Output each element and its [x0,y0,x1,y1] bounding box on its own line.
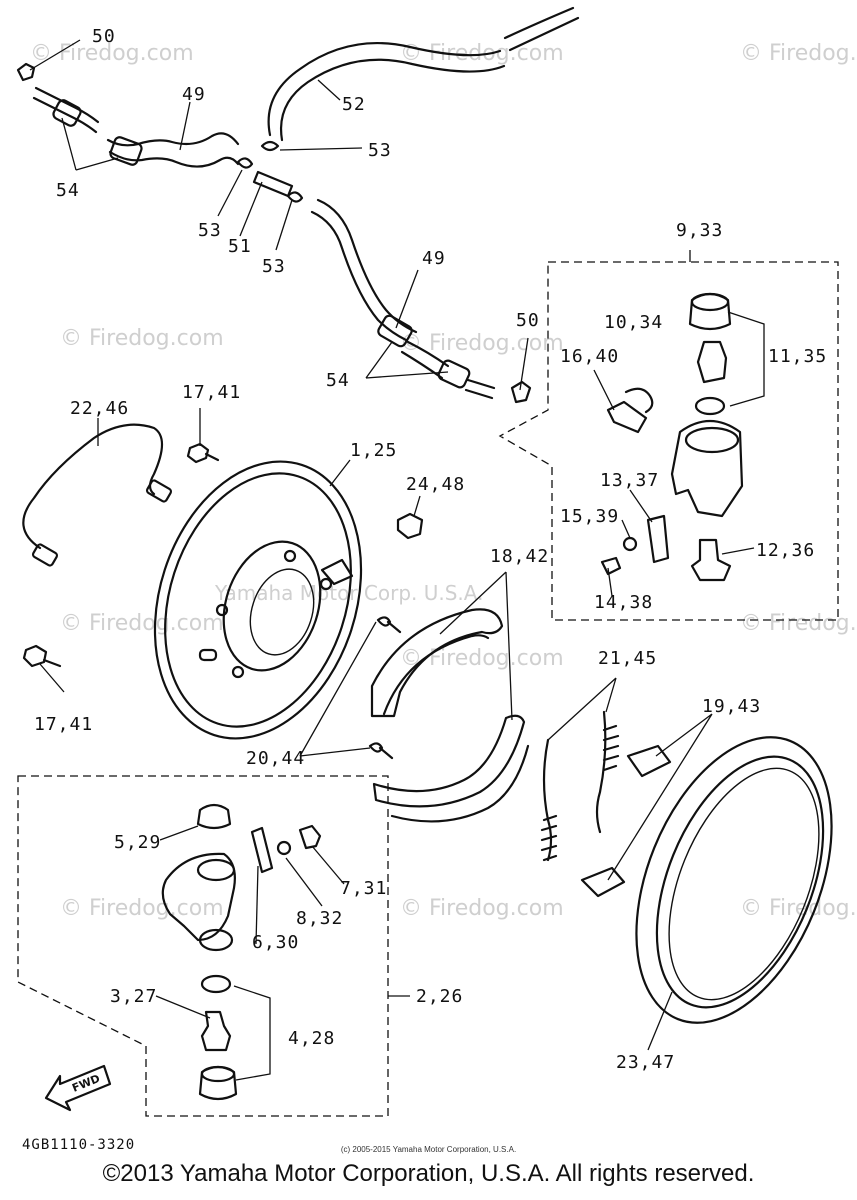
callout-label: 49 [182,84,206,105]
callout-label: 13,37 [600,470,659,491]
fwd-label: FWD [70,1072,102,1095]
callout-label: 53 [198,220,222,241]
cylinder-body [670,420,744,518]
callout-label: 52 [342,94,366,115]
callout-label: 50 [516,310,540,331]
callout-label: 50 [92,26,116,47]
cap-part [688,292,732,331]
pin-20-44 [368,616,402,760]
watermark: © Firedog.com [400,331,564,356]
callout-label: 49 [422,248,446,269]
brake-shoes [370,608,530,823]
callout-labels: 50 49 52 53 54 53 51 53 9,33 49 50 10,34… [34,26,827,1073]
watermark: © Firedog.com [400,896,564,921]
callout-label: 14,38 [594,592,653,613]
callout-label: 11,35 [768,346,827,367]
hose-54-left [34,86,100,124]
watermark: © Firedog.com [740,896,857,921]
callout-label: 12,36 [756,540,815,561]
callout-label: 51 [228,236,252,257]
callout-label: 2,26 [416,986,463,1007]
brake-drum-ring [635,736,833,1024]
front-wheel-cylinder-group [498,250,839,621]
bolt-17-41-top [186,442,220,464]
callout-label: 20,44 [246,748,305,769]
callout-label: 7,31 [340,878,387,899]
brake-panel [153,460,363,740]
watermark: © Firedog.com [740,41,857,66]
callout-label: 4,28 [288,1028,335,1049]
shoe-clips [580,744,672,898]
callout-label: 54 [56,180,80,201]
return-springs [540,710,620,862]
callout-label: 3,27 [110,986,157,1007]
watermark: © Firedog.com [60,326,224,351]
callout-label: 53 [262,256,286,277]
hose-49-top [106,132,240,147]
footer-copyright: ©2013 Yamaha Motor Corporation, U.S.A. A… [102,1160,755,1187]
callout-label: 22,46 [70,398,129,419]
callout-label: 8,32 [296,908,343,929]
small-copyright: (c) 2005-2015 Yamaha Motor Corporation, … [340,1145,517,1154]
callout-label: 19,43 [702,696,761,717]
callout-label: 15,39 [560,506,619,527]
joint-51 [252,170,294,198]
callout-label: 10,34 [604,312,663,333]
callout-label: 17,41 [182,382,241,403]
clip-50 [510,380,532,404]
watermark-layer: © Firedog.com © Firedog.com © Firedog.co… [30,41,857,921]
callout-label: 24,48 [406,474,465,495]
callout-label: 6,30 [252,932,299,953]
watermark: © Firedog.com [400,41,564,66]
watermark: © Firedog.com [60,896,224,921]
bolt-17-41-bottom [22,644,62,668]
rear-wheel-cylinder-group [17,775,410,1117]
watermark: © Firedog.com [740,611,857,636]
callout-label: 18,42 [490,546,549,567]
callout-label: 17,41 [34,714,93,735]
callout-label: 23,47 [616,1052,675,1073]
callout-label: 5,29 [114,832,161,853]
clip-50 [16,62,36,82]
piston-part [696,340,728,384]
callout-label: 21,45 [598,648,657,669]
clamp-53 [236,157,254,169]
watermark: © Firedog.com [400,646,564,671]
breather-hose-assembly [16,6,580,404]
callout-label: 9,33 [676,220,723,241]
callout-label: 16,40 [560,346,619,367]
callout-label: 54 [326,370,350,391]
drawing-code: 4GB1110-3320 [22,1137,136,1153]
clamp-53 [260,140,280,152]
fwd-arrow-icon: FWD [44,1064,112,1112]
watermark: © Firedog.com [60,611,224,636]
leader-lines [29,39,755,1051]
hose-52 [267,41,502,137]
callout-label: 53 [368,140,392,161]
clamp-53 [286,191,304,203]
callout-label: 1,25 [350,440,397,461]
brake-hose [22,423,173,567]
bolt-24-48 [396,512,424,540]
